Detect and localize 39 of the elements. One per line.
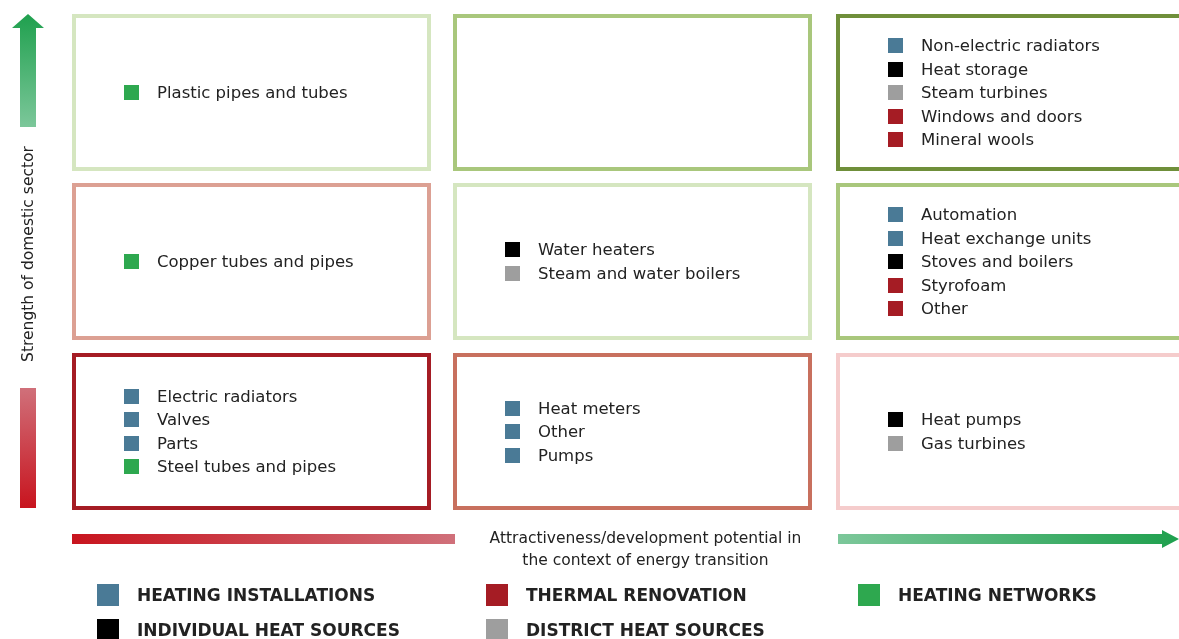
item-label: Stoves and boilers (921, 252, 1074, 271)
item-label: Heat meters (538, 398, 641, 418)
item-label: Steam and water boilers (538, 263, 741, 283)
legend-label: HEATING NETWORKS (898, 585, 1097, 605)
item-label: Gas turbines (921, 433, 1026, 453)
matrix-cell (453, 183, 812, 340)
legend-label: HEATING INSTALLATIONS (137, 585, 376, 605)
legend-label: INDIVIDUAL HEAT SOURCES (137, 620, 400, 639)
item-label: Other (921, 299, 968, 318)
legend-label: THERMAL RENOVATION (526, 585, 747, 605)
item-label: Pumps (538, 445, 594, 465)
item-label: Parts (157, 433, 199, 453)
item-label: Copper tubes and pipes (157, 252, 354, 271)
item-label: Windows and doors (921, 106, 1083, 126)
item-label: Steel tubes and pipes (157, 457, 337, 477)
item-label: Non-electric radiators (921, 36, 1100, 55)
legend-label: DISTRICT HEAT SOURCES (526, 620, 765, 639)
item-label: Heat storage (921, 59, 1029, 79)
matrix-cell (72, 353, 431, 510)
matrix-cell (72, 14, 431, 171)
item-label: Automation (921, 205, 1018, 224)
matrix-cell (836, 183, 1179, 340)
item-label: Styrofoam (921, 275, 1007, 295)
item-label: Heat exchange units (921, 228, 1092, 248)
matrix-cell (453, 14, 812, 171)
item-label: Heat pumps (921, 410, 1022, 430)
item-label: Valves (157, 410, 211, 430)
axis-label: Attractiveness/development potential in the context of energy transition (488, 528, 803, 571)
item-label: Steam turbines (921, 83, 1048, 102)
matrix-cell (836, 353, 1179, 510)
axis-label: Strength of domestic sector (18, 146, 38, 362)
item-label: Mineral wools (921, 130, 1035, 149)
item-label: Water heaters (538, 240, 655, 260)
matrix-cell (836, 14, 1179, 171)
item-label: Electric radiators (157, 386, 298, 406)
matrix-cell (72, 183, 431, 340)
matrix-cell (453, 353, 812, 510)
item-label: Other (538, 422, 585, 441)
item-label: Plastic pipes and tubes (157, 83, 348, 102)
